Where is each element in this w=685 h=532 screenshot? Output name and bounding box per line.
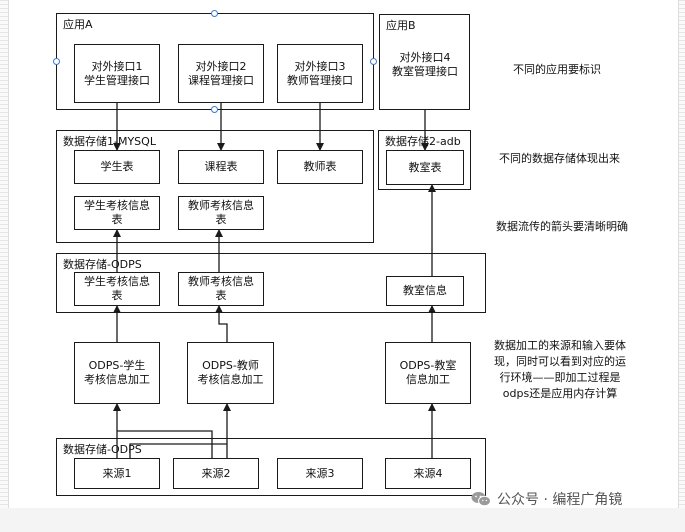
note-processing-line-3: 行环境——即加工过程是 bbox=[499, 371, 621, 384]
teacher-assess-mysql-line-1: 教师考核信息 bbox=[188, 199, 254, 212]
selection-handle-bottom[interactable] bbox=[211, 106, 218, 113]
teacher-assess-odps-box[interactable]: 教师考核信息表 bbox=[178, 272, 264, 306]
proc-classroom-line-1: ODPS-教室 bbox=[399, 359, 457, 372]
note-app-id: 不同的应用要标识 bbox=[513, 63, 601, 76]
group-title-store-odps-bottom: 数据存储-ODPS bbox=[63, 443, 142, 456]
source3-label: 来源3 bbox=[305, 466, 335, 480]
note-storage-types: 不同的数据存储体现出来 bbox=[499, 152, 620, 165]
watermark-text: 公众号 · 编程广角镜 bbox=[497, 492, 623, 508]
api2-line-1: 对外接口2 bbox=[195, 59, 247, 73]
note-arrows-clear: 数据流传的箭头要清晰明确 bbox=[496, 220, 628, 233]
proc-classroom-box[interactable]: ODPS-教室信息加工 bbox=[385, 342, 471, 404]
teacher-assess-odps-line-2: 表 bbox=[215, 289, 227, 302]
source1-label: 来源1 bbox=[102, 466, 132, 480]
source4-label: 来源4 bbox=[413, 466, 443, 480]
proc-teacher-line-1: ODPS-教师 bbox=[202, 359, 259, 372]
canvas-bottom-margin bbox=[0, 508, 685, 532]
api1-line-1: 对外接口1 bbox=[91, 59, 143, 73]
api3-line-1: 对外接口3 bbox=[294, 59, 346, 73]
teacher-assess-odps-line-1: 教师考核信息 bbox=[188, 275, 254, 288]
api4-line-2: 教室管理接口 bbox=[392, 65, 458, 78]
course-table-box[interactable]: 课程表 bbox=[178, 150, 264, 184]
canvas-right-margin bbox=[678, 0, 685, 532]
source3-box[interactable]: 来源3 bbox=[277, 458, 363, 489]
source2-label: 来源2 bbox=[201, 466, 231, 480]
arrow-proc-teacher-to-table[interactable] bbox=[215, 305, 228, 342]
source1-box[interactable]: 来源1 bbox=[74, 458, 160, 489]
student-assess-odps-box[interactable]: 学生考核信息表 bbox=[74, 272, 160, 306]
wechat-logo-icon bbox=[471, 491, 491, 507]
group-title-store-mysql: 数据存储1-MYSQL bbox=[63, 135, 156, 148]
selection-handle-left[interactable] bbox=[53, 58, 60, 65]
group-store-mysql[interactable]: 数据存储1-MYSQL bbox=[56, 130, 374, 243]
course-table-label: 课程表 bbox=[204, 160, 238, 173]
proc-student-line-1: ODPS-学生 bbox=[88, 359, 146, 372]
group-title-app-b: 应用B bbox=[386, 19, 416, 32]
selection-handle-right[interactable] bbox=[370, 58, 377, 65]
proc-classroom-line-2: 信息加工 bbox=[406, 373, 450, 386]
student-assess-odps-line-1: 学生考核信息 bbox=[84, 275, 150, 288]
teacher-assess-mysql-box[interactable]: 教师考核信息表 bbox=[178, 196, 264, 230]
note-processing-line-2: 现，同时可以看到对应的运 bbox=[494, 355, 626, 368]
api3-line-2: 教师管理接口 bbox=[287, 73, 353, 87]
student-table-box[interactable]: 学生表 bbox=[74, 150, 160, 184]
group-title-app-a: 应用A bbox=[63, 18, 93, 31]
student-table-label: 学生表 bbox=[100, 160, 134, 173]
teacher-table-label: 教师表 bbox=[303, 160, 337, 173]
classroom-info-box[interactable]: 教室信息 bbox=[386, 276, 464, 306]
note-processing-line-1: 数据加工的来源和输入要体 bbox=[494, 339, 626, 352]
source2-box[interactable]: 来源2 bbox=[173, 458, 259, 489]
group-title-store-odps-mid: 数据存储-ODPS bbox=[63, 258, 142, 271]
canvas-left-margin bbox=[0, 0, 9, 532]
student-assess-mysql-box[interactable]: 学生考核信息表 bbox=[74, 196, 160, 230]
student-assess-mysql-line-1: 学生考核信息 bbox=[84, 199, 150, 212]
proc-student-box[interactable]: ODPS-学生考核信息加工 bbox=[74, 342, 160, 404]
api1-line-2: 学生管理接口 bbox=[84, 73, 150, 87]
proc-student-line-2: 考核信息加工 bbox=[84, 373, 150, 386]
api4-line-1: 对外接口4 bbox=[399, 51, 451, 64]
arrow-source1-to-proc-teacher[interactable] bbox=[129, 443, 227, 458]
student-assess-odps-line-2: 表 bbox=[111, 289, 123, 302]
api2-line-2: 课程管理接口 bbox=[188, 73, 254, 87]
classroom-table-label: 教室表 bbox=[408, 160, 442, 174]
group-title-store-adb: 数据存储2-adb bbox=[385, 135, 461, 148]
proc-teacher-box[interactable]: ODPS-教师考核信息加工 bbox=[187, 342, 274, 404]
group-store-odps-mid[interactable]: 数据存储-ODPS bbox=[56, 253, 486, 313]
group-app-b[interactable]: 应用B bbox=[379, 14, 470, 110]
watermark: 公众号 · 编程广角镜 bbox=[471, 489, 622, 509]
arrow-source2-to-proc-student[interactable] bbox=[117, 430, 213, 458]
note-processing: 数据加工的来源和输入要体 现，同时可以看到对应的运 行环境——即加工过程是 od… bbox=[494, 338, 626, 402]
classroom-info-label: 教室信息 bbox=[403, 284, 447, 297]
classroom-table-box[interactable]: 教室表 bbox=[386, 150, 464, 185]
selection-handle-top[interactable] bbox=[211, 10, 218, 17]
source4-box[interactable]: 来源4 bbox=[385, 458, 471, 489]
teacher-assess-mysql-line-2: 表 bbox=[215, 213, 227, 226]
teacher-table-box[interactable]: 教师表 bbox=[277, 150, 363, 184]
proc-teacher-line-2: 考核信息加工 bbox=[197, 373, 264, 386]
student-assess-mysql-line-2: 表 bbox=[111, 213, 123, 226]
group-store-odps-bottom[interactable]: 数据存储-ODPS bbox=[56, 438, 486, 496]
note-processing-line-4: odps还是应用内存计算 bbox=[502, 387, 618, 400]
